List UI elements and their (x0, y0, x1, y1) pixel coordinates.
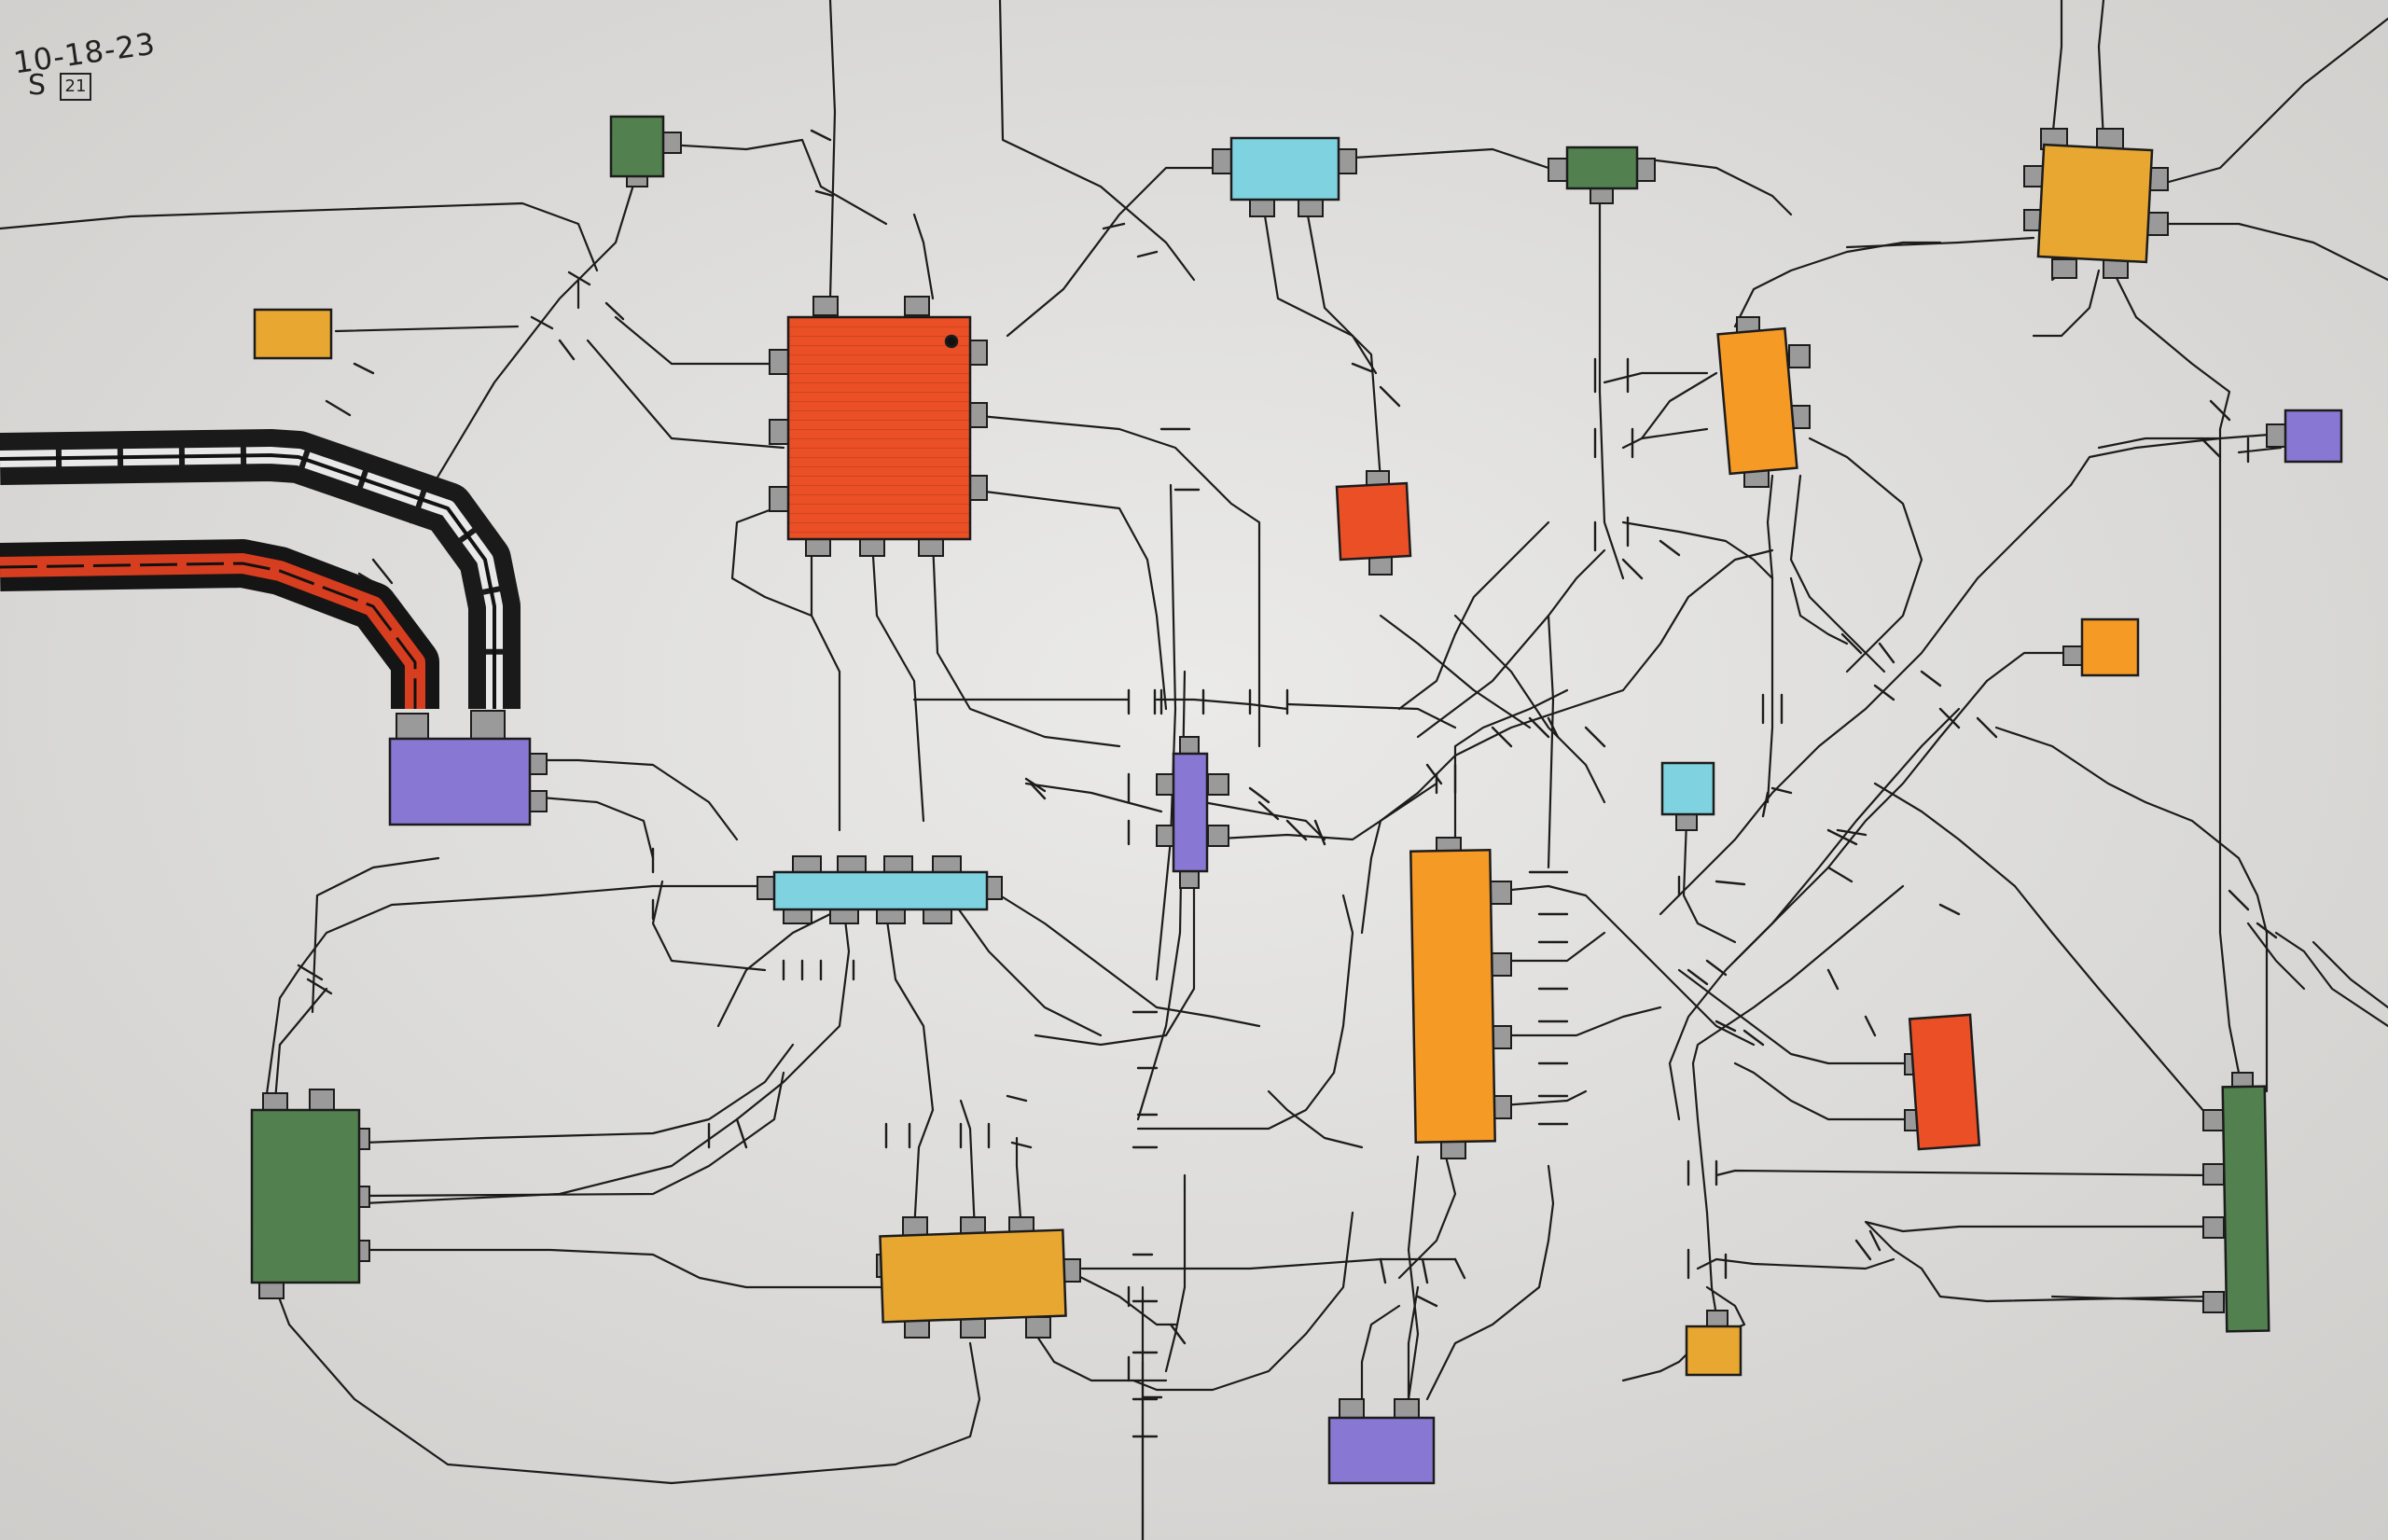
chip-orange-top-right (1716, 326, 1798, 476)
chip-red-small (1335, 481, 1412, 562)
chip-green-right (2221, 1085, 2270, 1333)
chip-red-right (1908, 1013, 1981, 1151)
ribbon-cable-black (0, 429, 521, 709)
chip-orange-large (1409, 849, 1496, 1144)
chip-yellow-bottom (879, 1228, 1067, 1324)
chip-green-top (609, 115, 665, 178)
wire-crossing-ticks (297, 129, 2278, 1438)
chip-green-left (250, 1108, 361, 1284)
chip-violet-center (1172, 752, 1209, 873)
chip-violet-left (388, 737, 532, 826)
page-number-box: 21 (60, 73, 91, 101)
chip-violet-bottom (1327, 1416, 1436, 1485)
chip-green-top-right (1565, 146, 1639, 190)
chips (250, 115, 2343, 1485)
ribbon-cable-red (0, 539, 439, 709)
initials-note: S (28, 69, 47, 102)
chip-violet-right (2284, 409, 2343, 464)
chip-yellow-left (253, 308, 333, 360)
chip-orange-small-right (2080, 617, 2140, 677)
chip-cyan-long (772, 870, 989, 911)
chip-cyan-top (1229, 136, 1340, 201)
chip-yellow-top-right (2036, 143, 2154, 264)
chip-yellow-small-bottom (1685, 1325, 1742, 1377)
chip-cyan-small-right (1660, 761, 1715, 816)
